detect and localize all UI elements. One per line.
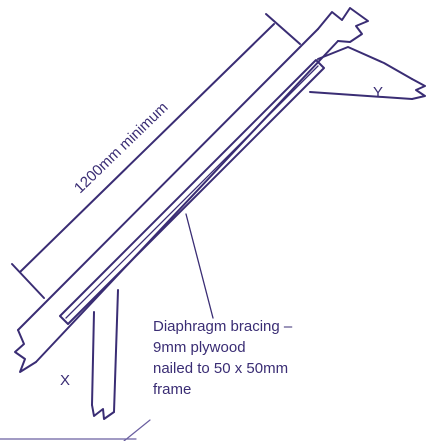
member-x-label: X [60,372,70,389]
dimension-line [19,23,275,273]
bottom-fragment-diagonal [123,419,151,441]
diagonal-member-break-bottom [14,329,37,373]
diaphragm-panel [59,59,325,325]
member-x [91,289,119,420]
bracing-note-line-1: Diaphragm bracing – [153,318,293,335]
dimension-end-tick-bottom [11,263,45,299]
dimension-end-tick-top [265,13,301,45]
dimension-label: 1200mm minimum [71,99,172,197]
diaphragm-panel-outline [59,59,325,325]
member-y-break [411,78,426,100]
member-y-label: Y [373,84,383,101]
member-y-bottom-edge [309,91,413,100]
diagonal-member-upper-edge [17,28,319,331]
diagonal-member-break-top [317,7,369,43]
bracing-note-line-2: 9mm plywood [153,339,246,356]
member-y [309,46,426,100]
bracing-note: Diaphragm bracing – 9mm plywood nailed t… [153,318,296,398]
dimension-marker [11,13,301,299]
member-x-right-edge [113,289,119,413]
member-y-top-edge [317,46,413,80]
diaphragm-panel-inner-line [65,65,319,319]
diagonal-member-lower-edge [35,40,339,363]
member-x-break [91,404,115,420]
bracing-note-line-4: frame [153,381,191,398]
diagonal-member [14,7,369,373]
bottom-fragment [0,419,151,441]
member-x-left-edge [91,311,95,406]
note-leader-line [185,213,214,319]
bracing-note-line-3: nailed to 50 x 50mm [153,360,288,377]
